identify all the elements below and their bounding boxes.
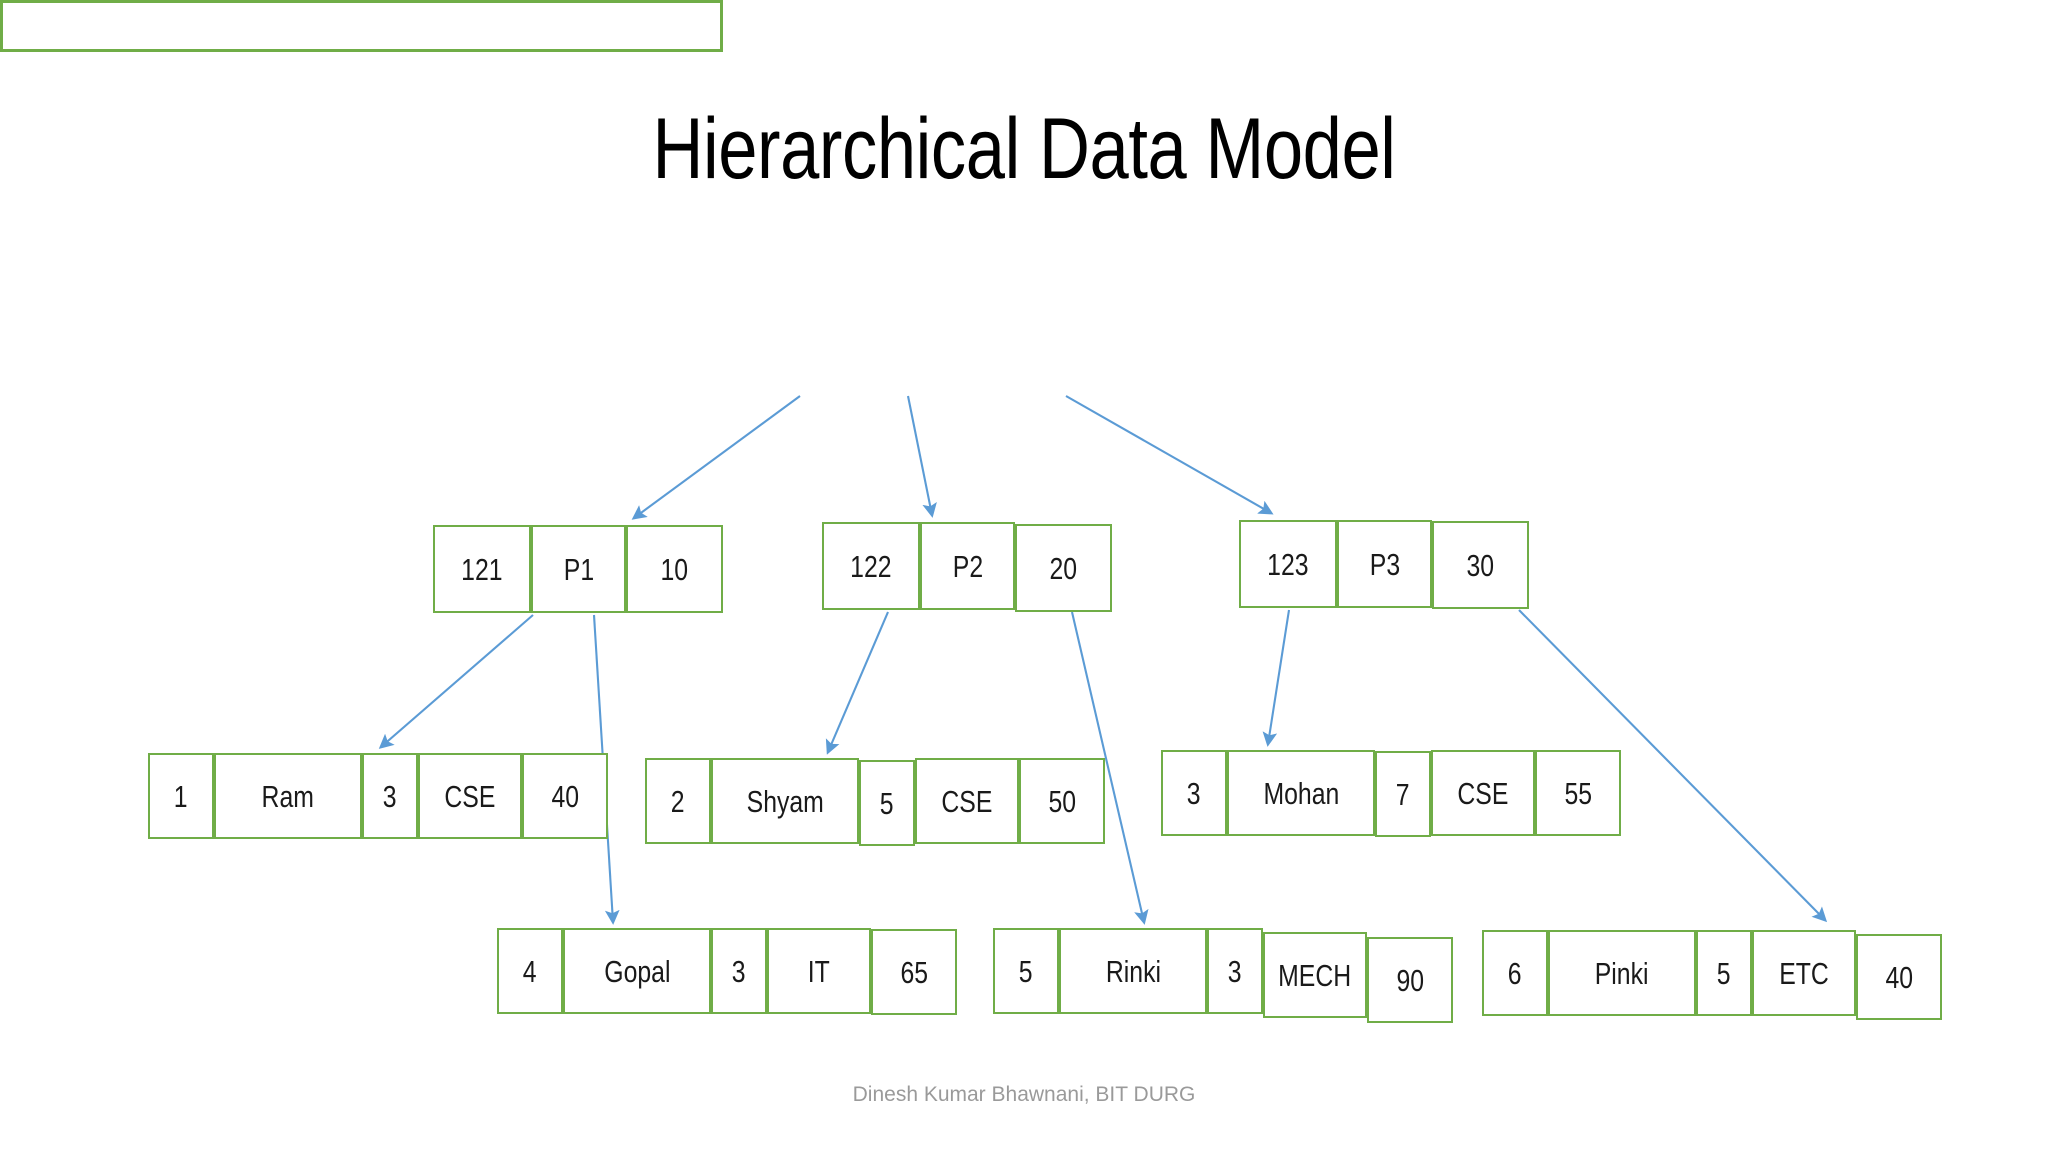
child-name-cell: Mohan bbox=[1227, 750, 1375, 836]
child-name-cell: Pinki bbox=[1548, 930, 1696, 1016]
child-marks-cell: 90 bbox=[1367, 937, 1453, 1023]
child-name-cell: Rinki bbox=[1059, 928, 1207, 1014]
child-num-cell: 3 bbox=[1207, 928, 1263, 1014]
child-dept-cell: CSE bbox=[915, 758, 1019, 844]
child-name-cell: Ram bbox=[214, 753, 362, 839]
child-dept-cell: CSE bbox=[418, 753, 522, 839]
parent-node-p2[interactable]: 122 P2 20 bbox=[822, 522, 1112, 612]
child-no-cell: 5 bbox=[993, 928, 1059, 1014]
child-dept-cell: ETC bbox=[1752, 930, 1856, 1016]
child-record-shyam[interactable]: 2 Shyam 5 CSE 50 bbox=[645, 758, 1105, 846]
connector-p2-to-shyam bbox=[825, 611, 889, 755]
connector-p3-to-mohan bbox=[1262, 609, 1291, 747]
child-marks-cell: 40 bbox=[522, 753, 608, 839]
slide-footer: Dinesh Kumar Bhawnani, BIT DURG bbox=[852, 1083, 1196, 1106]
child-num-cell: 3 bbox=[362, 753, 418, 839]
parent-name-cell: P1 bbox=[531, 525, 626, 613]
child-dept-cell: CSE bbox=[1431, 750, 1535, 836]
parent-key-cell: 123 bbox=[1239, 520, 1337, 608]
child-marks-cell: 55 bbox=[1535, 750, 1621, 836]
child-marks-cell: 50 bbox=[1019, 758, 1105, 844]
connector-root-to-p3 bbox=[1065, 395, 1274, 515]
page-title: Hierarchical Data Model bbox=[652, 101, 1396, 197]
child-name-cell: Shyam bbox=[711, 758, 859, 844]
parent-key-cell: 121 bbox=[433, 525, 531, 613]
child-name-cell: Gopal bbox=[563, 928, 711, 1014]
child-record-gopal[interactable]: 4 Gopal 3 IT 65 bbox=[497, 928, 957, 1015]
child-num-cell: 5 bbox=[859, 760, 915, 846]
child-dept-cell: IT bbox=[767, 928, 871, 1014]
root-node[interactable] bbox=[0, 0, 723, 52]
parent-key-cell: 122 bbox=[822, 522, 920, 610]
parent-node-p1[interactable]: 121 P1 10 bbox=[433, 525, 723, 613]
child-no-cell: 6 bbox=[1482, 930, 1548, 1016]
child-marks-cell: 40 bbox=[1856, 934, 1942, 1020]
connector-p1-to-ram bbox=[378, 614, 534, 749]
parent-value-cell: 20 bbox=[1015, 524, 1112, 612]
parent-value-cell: 30 bbox=[1432, 521, 1529, 609]
child-record-pinki[interactable]: 6 Pinki 5 ETC 40 bbox=[1482, 930, 1942, 1020]
child-num-cell: 7 bbox=[1375, 751, 1431, 837]
connector-root-to-p1 bbox=[631, 395, 801, 520]
parent-name-cell: P2 bbox=[920, 522, 1015, 610]
parent-value-cell: 10 bbox=[626, 525, 723, 613]
child-no-cell: 2 bbox=[645, 758, 711, 844]
child-num-cell: 5 bbox=[1696, 930, 1752, 1016]
child-no-cell: 3 bbox=[1161, 750, 1227, 836]
child-no-cell: 4 bbox=[497, 928, 563, 1014]
connector-root-to-p2 bbox=[906, 395, 937, 518]
child-dept-cell: MECH bbox=[1263, 932, 1367, 1018]
child-marks-cell: 65 bbox=[871, 929, 957, 1015]
child-record-ram[interactable]: 1 Ram 3 CSE 40 bbox=[148, 753, 608, 839]
parent-name-cell: P3 bbox=[1337, 520, 1432, 608]
parent-node-p3[interactable]: 123 P3 30 bbox=[1239, 520, 1529, 609]
child-num-cell: 3 bbox=[711, 928, 767, 1014]
child-record-rinki[interactable]: 5 Rinki 3 MECH 90 bbox=[993, 928, 1453, 1023]
child-no-cell: 1 bbox=[148, 753, 214, 839]
child-record-mohan[interactable]: 3 Mohan 7 CSE 55 bbox=[1161, 750, 1621, 837]
